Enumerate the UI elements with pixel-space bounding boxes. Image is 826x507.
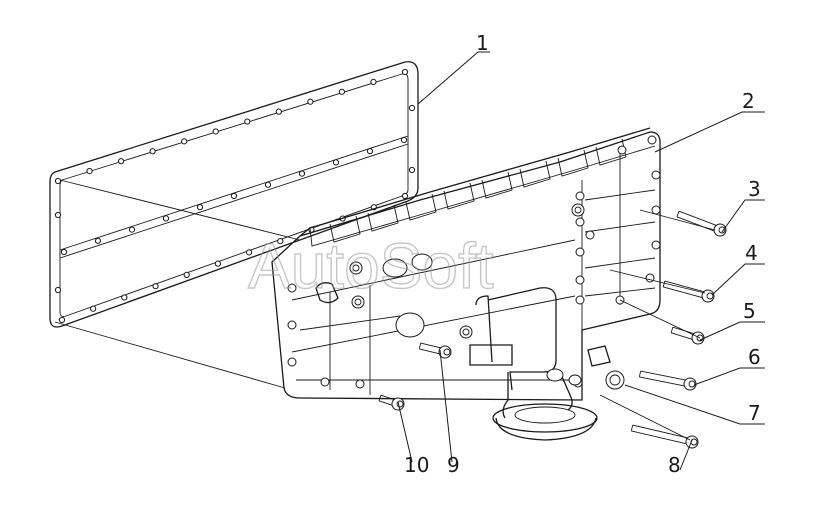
callout-5: 5 xyxy=(743,299,756,323)
callout-9: 9 xyxy=(447,453,460,477)
callout-6: 6 xyxy=(748,345,761,369)
housing-part xyxy=(271,127,661,401)
callout-1: 1 xyxy=(476,31,489,55)
bolt-3 xyxy=(676,210,727,237)
bolt-4 xyxy=(662,280,715,303)
bolt-5 xyxy=(670,326,705,345)
gasket-part xyxy=(49,61,419,328)
bolt-10 xyxy=(378,394,405,411)
callout-4: 4 xyxy=(745,241,758,265)
bolt-9 xyxy=(418,342,452,359)
callout-3: 3 xyxy=(748,177,761,201)
bolt-6 xyxy=(638,370,697,391)
leader-lines xyxy=(54,51,765,471)
callout-8: 8 xyxy=(668,453,681,477)
pump-strainer-part xyxy=(469,287,625,441)
callout-10: 10 xyxy=(404,453,429,477)
callout-2: 2 xyxy=(742,89,755,113)
bolt-8 xyxy=(630,424,699,449)
callout-7: 7 xyxy=(748,401,761,425)
watermark: AutoSoft xyxy=(248,230,494,302)
